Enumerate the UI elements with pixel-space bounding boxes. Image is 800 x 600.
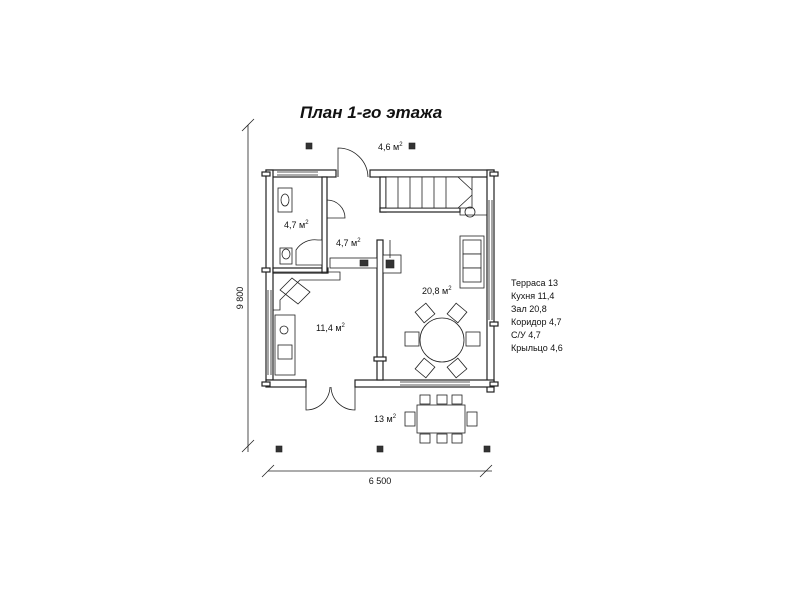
legend-item: Зал 20,8 — [511, 304, 547, 314]
round-dining-table — [404, 302, 481, 379]
stairs — [385, 176, 488, 218]
terrace-posts — [275, 142, 491, 453]
plan-title: План 1-го этажа — [300, 103, 442, 122]
height-dimension-label: 9 800 — [235, 287, 245, 310]
terrace-table — [404, 394, 478, 444]
hall-area-label: 20,8 м2 — [422, 286, 452, 296]
terrace-area-label: 13 м2 — [374, 414, 397, 424]
height-dimension: 9 800 — [235, 118, 255, 453]
legend-item: Терраса 13 — [511, 278, 558, 288]
bathroom-area-label: 4,7 м2 — [284, 220, 309, 230]
kitchen-area-label: 11,4 м2 — [316, 323, 346, 333]
walls — [261, 169, 499, 393]
porch-area-label: 4,6 м2 — [378, 142, 403, 152]
width-dimension: 6 500 — [261, 464, 493, 486]
corridor-furniture — [329, 240, 402, 274]
terrace-door — [305, 386, 356, 411]
width-dimension-label: 6 500 — [369, 476, 392, 486]
legend-item: Крыльцо 4,6 — [511, 343, 563, 353]
corridor-area-label: 4,7 м2 — [336, 238, 361, 248]
kitchen-furniture — [273, 271, 341, 376]
legend-item: Коридор 4,7 — [511, 317, 562, 327]
legend-item: Кухня 11,4 — [511, 291, 554, 301]
bathroom-fixtures — [277, 187, 323, 266]
sofa — [459, 235, 485, 289]
legend-item: С/У 4,7 — [511, 330, 541, 340]
entrance-door — [337, 147, 369, 178]
room-labels: 4,6 м2 4,7 м2 4,7 м2 20,8 м2 11,4 м2 13 … — [284, 142, 452, 424]
area-legend: Терраса 13 Кухня 11,4 Зал 20,8 Коридор 4… — [511, 278, 563, 353]
bathroom-door — [326, 199, 346, 219]
